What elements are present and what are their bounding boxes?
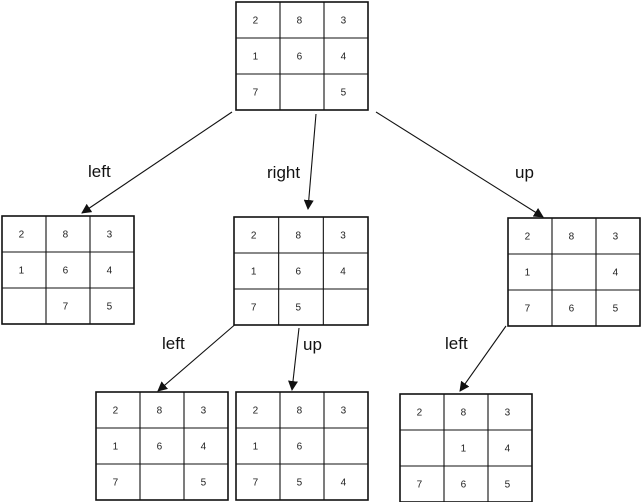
tile-8: 8	[297, 406, 303, 417]
tile-4: 4	[107, 266, 113, 277]
tile-2: 2	[253, 16, 259, 27]
edge-root-to-root-left: left	[81, 111, 233, 214]
tile-5: 5	[201, 478, 207, 489]
tile-5: 5	[613, 304, 619, 315]
puzzle-board	[235, 1, 369, 111]
tile-8: 8	[461, 408, 467, 419]
edge-label: up	[515, 163, 534, 182]
edge-label: right	[267, 163, 300, 182]
tile-8: 8	[296, 231, 302, 242]
puzzle-board	[1, 215, 135, 325]
tile-3: 3	[107, 230, 113, 241]
tile-7: 7	[253, 478, 259, 489]
tile-6: 6	[297, 442, 303, 453]
tile-3: 3	[613, 232, 619, 243]
tile-6: 6	[157, 442, 163, 453]
tile-1: 1	[19, 266, 25, 277]
puzzle-board	[235, 391, 369, 501]
tile-8: 8	[63, 230, 69, 241]
puzzle-state-root-right-up: 2 8 3 1 6 7 5 4	[235, 391, 369, 501]
puzzle-state-root-right-left: 2 8 3 1 6 4 7 5	[95, 391, 229, 501]
tile-7: 7	[113, 478, 119, 489]
edge-label: up	[303, 335, 322, 354]
puzzle-board	[507, 217, 641, 327]
tile-4: 4	[340, 267, 346, 278]
tile-1: 1	[461, 444, 467, 455]
tile-2: 2	[525, 232, 531, 243]
edge-root-up-to-root-up-left: left	[445, 325, 507, 392]
tile-2: 2	[417, 408, 423, 419]
puzzle-state-root-up-left: 2 8 3 1 4 7 6 5	[399, 393, 533, 502]
tile-7: 7	[417, 480, 423, 491]
tile-6: 6	[569, 304, 575, 315]
tile-8: 8	[569, 232, 575, 243]
tile-4: 4	[201, 442, 207, 453]
tile-3: 3	[341, 406, 347, 417]
edge-arrow	[459, 325, 507, 392]
tile-5: 5	[296, 303, 302, 314]
tile-2: 2	[19, 230, 25, 241]
puzzle-board	[233, 216, 369, 326]
tile-4: 4	[613, 268, 619, 279]
tile-7: 7	[63, 302, 69, 313]
tile-7: 7	[251, 303, 257, 314]
tile-1: 1	[525, 268, 531, 279]
tile-4: 4	[341, 478, 347, 489]
edge-label: left	[88, 162, 111, 181]
tile-3: 3	[340, 231, 346, 242]
puzzle-state-root-left: 2 8 3 1 6 4 7 5	[1, 215, 135, 325]
edge-arrow	[288, 327, 300, 391]
tile-8: 8	[157, 406, 163, 417]
tile-2: 2	[251, 231, 257, 242]
puzzle-board	[399, 393, 533, 502]
puzzle-state-root-right: 2 8 3 1 6 4 7 5	[233, 216, 369, 326]
edge-arrow	[157, 321, 239, 392]
tile-5: 5	[341, 88, 347, 99]
edge-root-right-to-root-right-left: left	[157, 321, 239, 392]
tile-7: 7	[525, 304, 531, 315]
tile-1: 1	[253, 442, 259, 453]
tile-6: 6	[461, 480, 467, 491]
edge-arrow	[375, 111, 544, 218]
edge-root-to-root-up: up	[375, 111, 544, 218]
tile-5: 5	[297, 478, 303, 489]
tile-3: 3	[505, 408, 511, 419]
tile-2: 2	[253, 406, 259, 417]
tile-8: 8	[297, 16, 303, 27]
tile-5: 5	[107, 302, 113, 313]
puzzle-board	[95, 391, 229, 501]
tile-4: 4	[505, 444, 511, 455]
edge-arrow	[303, 113, 317, 210]
tile-1: 1	[251, 267, 257, 278]
edge-label: left	[445, 334, 468, 353]
tile-1: 1	[253, 52, 259, 63]
edge-root-right-to-root-right-up: up	[288, 327, 322, 391]
tile-1: 1	[113, 442, 119, 453]
edge-arrow	[81, 111, 233, 214]
puzzle-state-root-up: 2 8 3 1 4 7 6 5	[507, 217, 641, 327]
tile-6: 6	[63, 266, 69, 277]
puzzle-state-root: 2 8 3 1 6 4 7 5	[235, 1, 369, 111]
tile-4: 4	[341, 52, 347, 63]
edge-root-to-root-right: right	[267, 113, 317, 210]
tile-7: 7	[253, 88, 259, 99]
tile-6: 6	[296, 267, 302, 278]
tile-3: 3	[201, 406, 207, 417]
tile-2: 2	[113, 406, 119, 417]
tile-5: 5	[505, 480, 511, 491]
edge-label: left	[162, 334, 185, 353]
tile-3: 3	[341, 16, 347, 27]
tile-6: 6	[297, 52, 303, 63]
